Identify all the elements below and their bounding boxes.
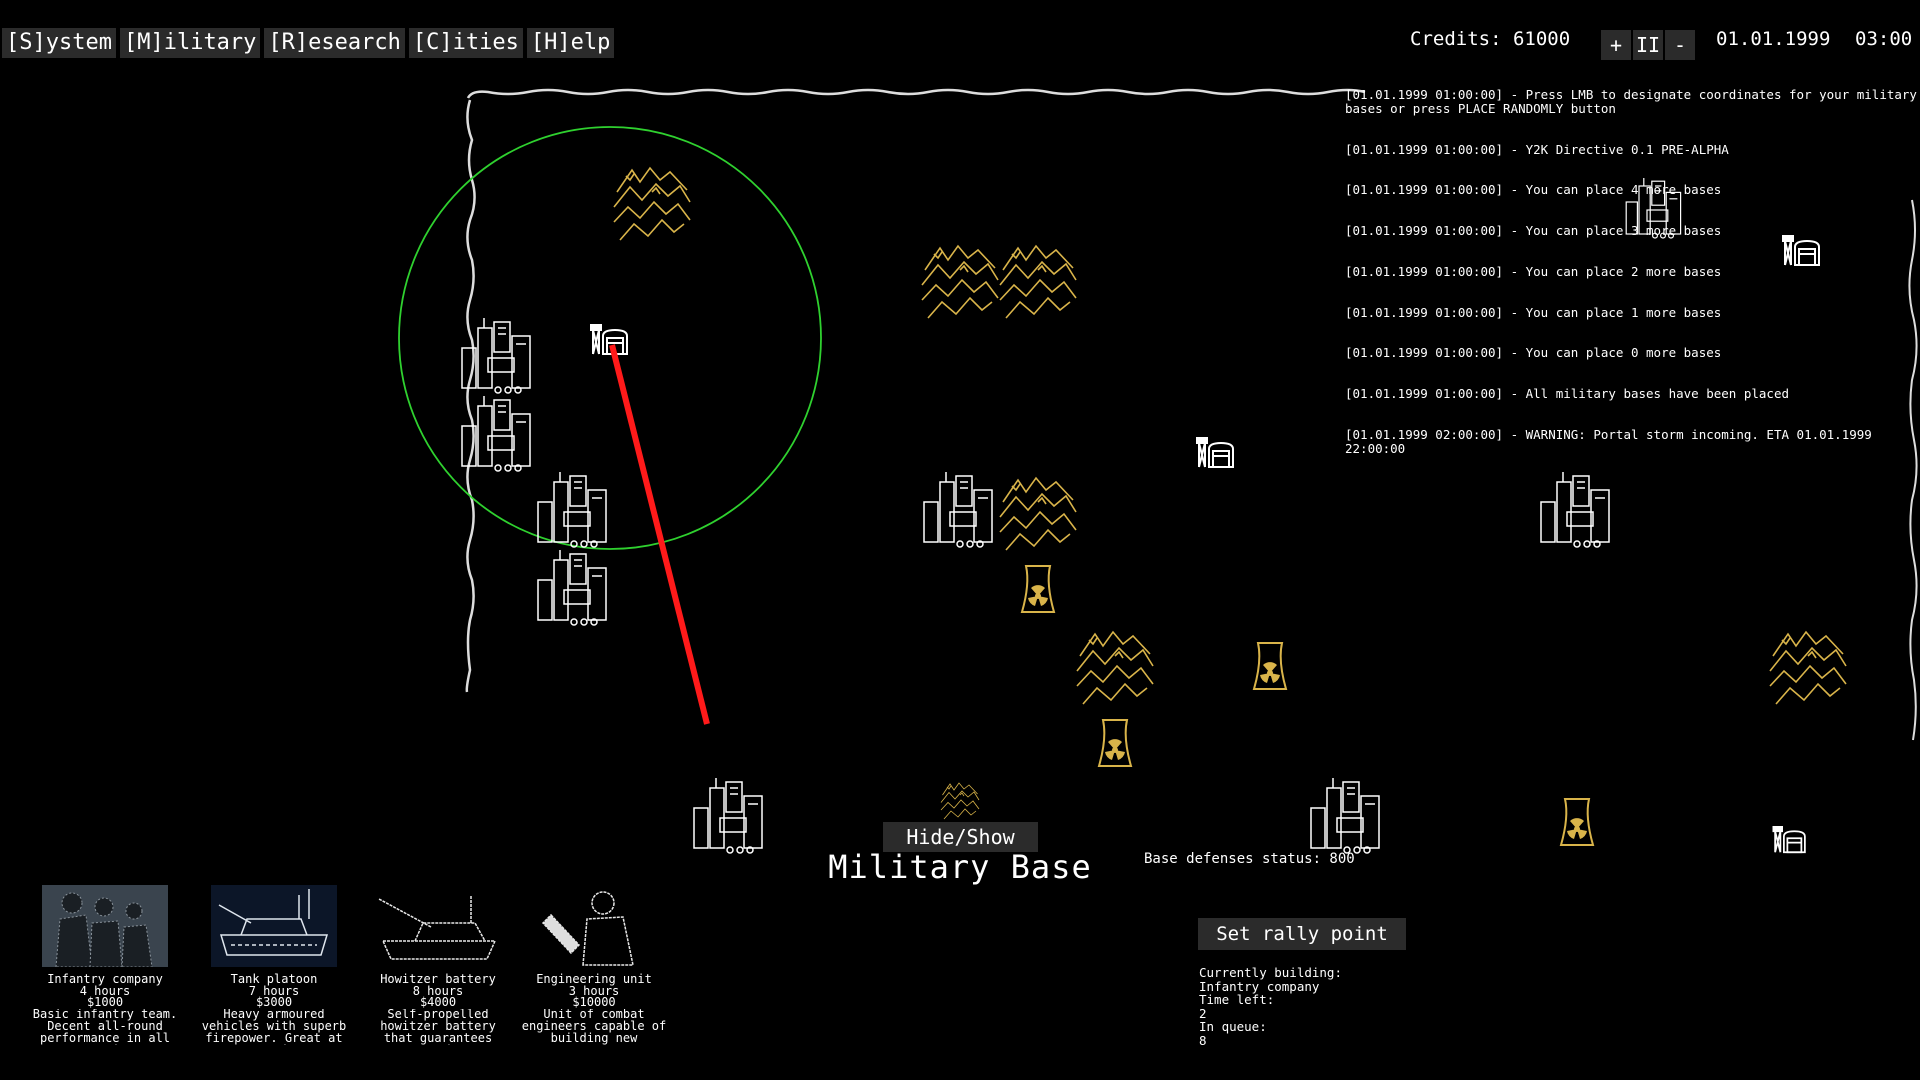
production-status: Currently building: Infantry company Tim… bbox=[1199, 966, 1342, 1048]
city-icon[interactable] bbox=[537, 472, 607, 548]
log-entry: [01.01.1999 01:00:00] - You can place 2 … bbox=[1345, 263, 1722, 279]
map-border-left bbox=[465, 99, 476, 693]
base-range-circle bbox=[398, 126, 822, 550]
unit-time: 3 hours bbox=[568, 983, 620, 998]
speed-up-button[interactable]: + bbox=[1601, 30, 1631, 60]
log-entry: [01.01.1999 02:00:00] - WARNING: Portal … bbox=[1345, 427, 1880, 456]
map-border-right bbox=[1908, 199, 1918, 741]
base-defenses-status: Base defenses status: 800 bbox=[1144, 851, 1355, 867]
unit-cost: $3000 bbox=[255, 995, 293, 1010]
engineer-image bbox=[541, 891, 634, 966]
unit-card-tank[interactable]: Tank platoon 7 hours $3000 Heavy armoure… bbox=[199, 885, 349, 1045]
mountains-icon bbox=[999, 245, 1077, 319]
hide-show-button[interactable]: Hide/Show bbox=[883, 822, 1038, 852]
unit-cost: $1000 bbox=[86, 995, 124, 1010]
building-label: Currently building: bbox=[1199, 965, 1342, 980]
city-icon[interactable] bbox=[1310, 778, 1380, 854]
nuclear-plant-icon[interactable] bbox=[1021, 565, 1055, 613]
time-left-value: 2 bbox=[1199, 1005, 1207, 1021]
map-border-top bbox=[466, 88, 1366, 99]
city-icon[interactable] bbox=[1540, 472, 1610, 548]
unit-description: Heavy armoured vehicles with superb fire… bbox=[201, 1009, 347, 1045]
infantry-image bbox=[42, 885, 168, 968]
speed-controls: + II - bbox=[1601, 30, 1695, 60]
unit-cost: $4000 bbox=[419, 995, 457, 1010]
panel-title: Military Base bbox=[828, 848, 1092, 886]
city-icon[interactable] bbox=[537, 550, 607, 626]
set-rally-point-button[interactable]: Set rally point bbox=[1198, 918, 1406, 950]
mountains-icon bbox=[613, 167, 691, 241]
unit-name: Engineering unit bbox=[536, 971, 652, 986]
unit-name: Howitzer battery bbox=[380, 971, 496, 986]
mountains-icon bbox=[1076, 631, 1154, 705]
city-icon[interactable] bbox=[461, 396, 531, 472]
game-date: 01.01.1999 bbox=[1716, 28, 1831, 50]
nuclear-plant-icon[interactable] bbox=[1560, 798, 1594, 846]
time-left-label: Time left: bbox=[1199, 992, 1275, 1008]
unit-name: Tank platoon bbox=[230, 971, 318, 986]
unit-card-infantry[interactable]: Infantry company 4 hours $1000 Basic inf… bbox=[30, 885, 180, 1045]
building-value: Infantry company bbox=[1199, 978, 1320, 994]
military-base-icon[interactable] bbox=[1772, 826, 1806, 854]
log-entry: [01.01.1999 01:00:00] - Press LMB to des… bbox=[1345, 87, 1917, 116]
pause-button[interactable]: II bbox=[1633, 30, 1663, 60]
unit-time: 4 hours bbox=[79, 983, 131, 998]
tank-image bbox=[211, 885, 337, 967]
unit-time: 8 hours bbox=[412, 983, 464, 998]
log-entry: [01.01.1999 01:00:00] - All military bas… bbox=[1345, 386, 1790, 402]
unit-card-howitzer[interactable]: Howitzer battery 8 hours $4000 Self-prop… bbox=[363, 885, 513, 1045]
mountains-icon bbox=[1769, 631, 1847, 705]
mountains-icon bbox=[999, 477, 1077, 551]
mountains-icon bbox=[940, 782, 980, 820]
main-menu: [S]ystem [M]ilitary [R]esearch [C]ities … bbox=[2, 28, 615, 58]
mountains-icon bbox=[921, 245, 999, 319]
nuclear-plant-icon[interactable] bbox=[1253, 642, 1287, 690]
unit-time: 7 hours bbox=[248, 983, 300, 998]
unit-description: Self-propelled howitzer battery that gua… bbox=[380, 1009, 496, 1045]
game-time: 03:00 bbox=[1855, 28, 1913, 50]
menu-help[interactable]: [H]elp bbox=[526, 28, 615, 58]
log-entry: [01.01.1999 01:00:00] - You can place 1 … bbox=[1345, 304, 1722, 320]
speed-down-button[interactable]: - bbox=[1665, 30, 1695, 60]
menu-cities[interactable]: [C]ities bbox=[408, 28, 523, 58]
event-log: [01.01.1999 01:00:00] - Press LMB to des… bbox=[1345, 61, 1920, 469]
log-entry: [01.01.1999 01:00:00] - You can place 0 … bbox=[1345, 345, 1722, 361]
menu-military[interactable]: [M]ilitary bbox=[119, 28, 261, 58]
log-entry: [01.01.1999 01:00:00] - Y2K Directive 0.… bbox=[1345, 141, 1729, 157]
queue-value: 8 bbox=[1199, 1032, 1207, 1048]
unit-description: Basic infantry team. Decent all-round pe… bbox=[32, 1009, 178, 1045]
log-entry: [01.01.1999 01:00:00] - You can place 4 … bbox=[1345, 182, 1722, 198]
log-entry: [01.01.1999 01:00:00] - You can place 3 … bbox=[1345, 223, 1722, 239]
menu-research[interactable]: [R]esearch bbox=[264, 28, 405, 58]
city-icon[interactable] bbox=[461, 318, 531, 394]
city-icon[interactable] bbox=[923, 472, 993, 548]
selected-military-base-icon[interactable] bbox=[590, 324, 628, 355]
unit-description: Unit of combat engineers capable of buil… bbox=[521, 1009, 667, 1045]
credits-display: Credits: 61000 bbox=[1410, 28, 1571, 50]
rally-point-line bbox=[609, 344, 710, 725]
menu-system[interactable]: [S]ystem bbox=[2, 28, 116, 58]
unit-cost: $10000 bbox=[572, 995, 616, 1010]
military-base-icon[interactable] bbox=[1196, 437, 1234, 468]
unit-name: Infantry company bbox=[47, 971, 163, 986]
queue-label: In queue: bbox=[1199, 1019, 1267, 1035]
city-icon[interactable] bbox=[693, 778, 763, 854]
unit-card-engineering[interactable]: Engineering unit 3 hours $10000 Unit of … bbox=[519, 885, 669, 1045]
howitzer-image bbox=[378, 895, 497, 960]
nuclear-plant-icon[interactable] bbox=[1098, 719, 1132, 767]
